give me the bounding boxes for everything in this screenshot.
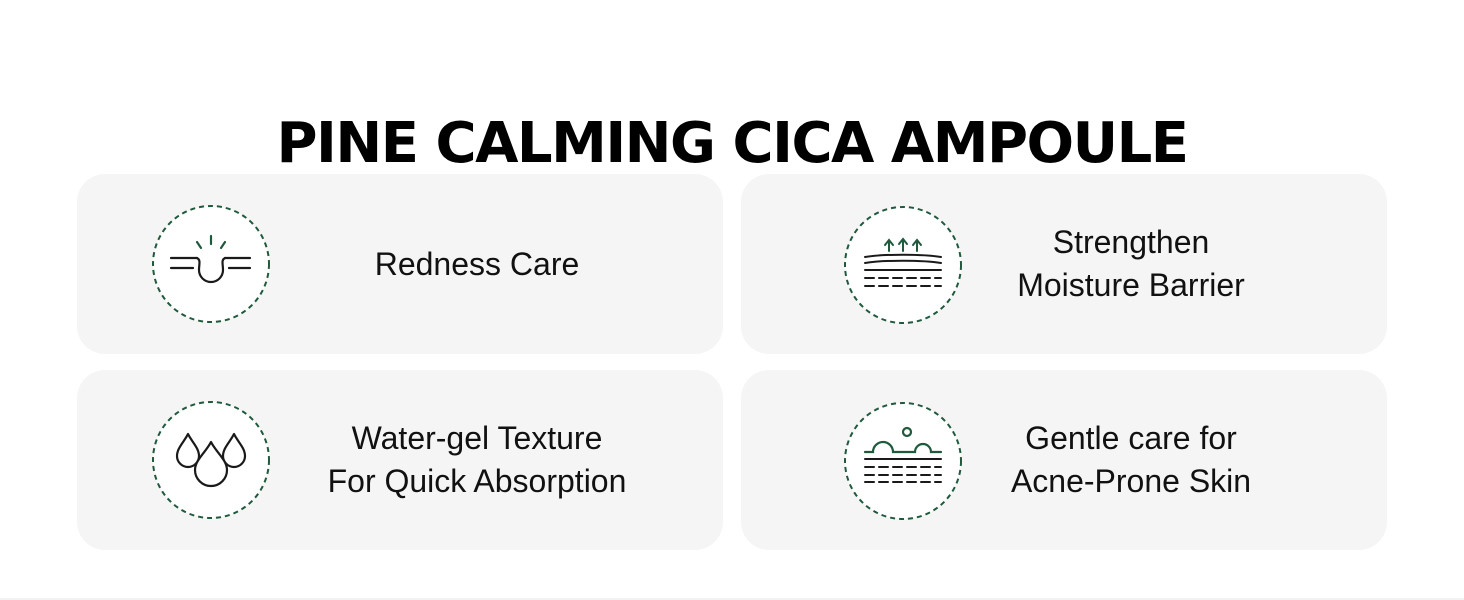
page-title: PINE CALMING CICA AMPOULE (276, 110, 1190, 176)
feature-card-water-gel-texture: Water-gel Texture For Quick Absorption (77, 370, 723, 550)
feature-label-line: Acne-Prone Skin (1010, 463, 1252, 499)
feature-label-line: Gentle care for (1025, 420, 1237, 456)
feature-label-line: Moisture Barrier (1017, 267, 1245, 303)
feature-label: Strengthen Moisture Barrier (981, 174, 1281, 354)
feature-label-line: Redness Care (374, 245, 580, 282)
feature-card-moisture-barrier: Strengthen Moisture Barrier (741, 174, 1387, 354)
feature-card-redness-care: Redness Care (77, 174, 723, 354)
feature-label-line: For Quick Absorption (327, 463, 627, 499)
feature-label-line: Water-gel Texture (351, 420, 603, 456)
feature-label: Water-gel Texture For Quick Absorption (295, 370, 659, 550)
water-drops-icon (151, 400, 271, 520)
feature-label-line: Strengthen (1052, 224, 1210, 260)
bottom-divider (0, 598, 1464, 600)
acne-skin-icon (843, 401, 963, 521)
feature-card-acne-prone-skin: Gentle care for Acne-Prone Skin (741, 370, 1387, 550)
feature-label: Gentle care for Acne-Prone Skin (981, 370, 1281, 550)
feature-label: Redness Care (295, 174, 659, 354)
moisture-barrier-icon (843, 205, 963, 325)
redness-care-icon (151, 204, 271, 324)
